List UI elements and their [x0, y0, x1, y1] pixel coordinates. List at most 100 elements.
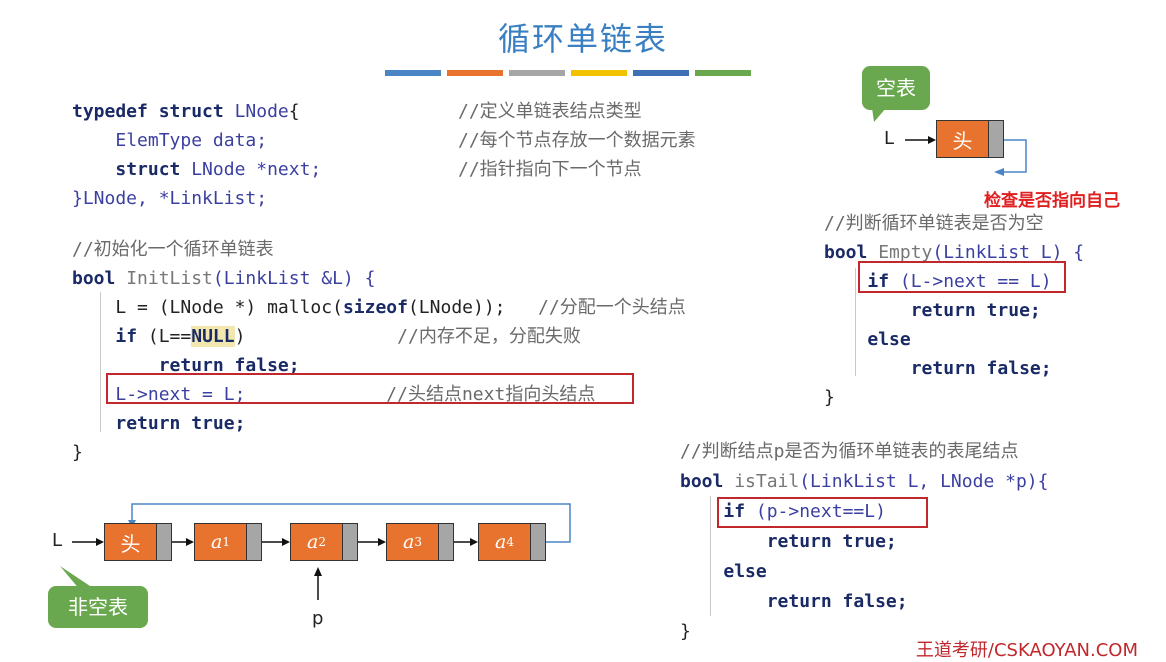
initlist-comment: //初始化一个循环单链表 [72, 239, 274, 260]
comment-line-2: //每个节点存放一个数据元素 [458, 130, 696, 151]
link-4-head [470, 538, 478, 546]
if-comment: //内存不足，分配失败 [397, 326, 581, 347]
assign-next: L->next = L; [115, 384, 246, 405]
tail-kw-bool: bool [680, 471, 735, 492]
initlist-close: } [72, 442, 83, 463]
kw-struct: struct [115, 159, 192, 180]
struct-definition: typedef struct LNode{ ElemType data; str… [72, 97, 321, 213]
node-a1-sub: 1 [222, 535, 230, 549]
link-1-head [186, 538, 194, 546]
underline-bar-darkblue [633, 70, 689, 76]
initlist-params: (LinkList &L) { [212, 268, 376, 289]
malloc-tail: (LNode)); [407, 297, 506, 318]
empty-indent-guide [855, 268, 856, 376]
assign-comment: //头结点next指向头结点 [386, 384, 596, 405]
empty-return-false: return false; [910, 358, 1052, 379]
highlight-empty-cond [858, 261, 1066, 293]
empty-self-loop-head [994, 168, 1004, 176]
tail-params: (LinkList L, LNode *p){ [799, 471, 1049, 492]
bubble-empty: 空表 [862, 66, 930, 110]
node-a4-sub: 4 [506, 535, 514, 549]
p-pointer-head [314, 567, 322, 576]
link-2-head [282, 538, 290, 546]
empty-kw-else: else [867, 329, 911, 350]
underline-bar-orange [447, 70, 503, 76]
kw-bool: bool [72, 268, 127, 289]
return-false: return false; [158, 355, 300, 376]
node-a1-main: a [211, 531, 223, 553]
empty-params: (LinkList L) { [932, 242, 1085, 263]
tail-kw-else: else [723, 561, 767, 582]
tail-return-false: return false; [766, 591, 908, 612]
fn-initlist: InitList [126, 268, 213, 289]
underline-bar-blue [385, 70, 441, 76]
empty-code: //判断循环单链表是否为空 bool Empty(LinkList L) { i… [824, 209, 1084, 412]
tail-return-true: return true; [766, 531, 897, 552]
underline-bar-yellow [571, 70, 627, 76]
type-lnode-2: LNode [191, 159, 257, 180]
tail-if-cond: (p->next==L) [755, 501, 886, 522]
empty-kw-if: if [867, 271, 900, 292]
node-a1-pointer [246, 524, 261, 560]
bubble-nonempty: 非空表 [48, 586, 148, 628]
field-next: *next; [256, 159, 322, 180]
node-a4-main: a [495, 531, 507, 553]
pointer-label-p: p [312, 608, 324, 629]
empty-comment: //判断循环单链表是否为空 [824, 213, 1044, 234]
brace-open: { [288, 101, 300, 122]
node-a2-main: a [307, 531, 319, 553]
fn-istail: isTail [734, 471, 800, 492]
field-data: ElemType data; [115, 130, 268, 151]
list-label-l: L [52, 530, 63, 551]
comment-line-3: //指针指向下一个节点 [458, 159, 642, 180]
struct-comments: //定义单链表结点类型 //每个节点存放一个数据元素 //指针指向下一个节点 [458, 97, 696, 184]
bubble-empty-tail [872, 108, 886, 122]
list-head-node: 头 [104, 523, 172, 561]
kw-if: if [115, 326, 148, 347]
malloc-expr: L = (LNode *) malloc( [115, 297, 343, 318]
indent-guide [100, 292, 101, 432]
bubble-nonempty-tail [60, 566, 96, 590]
tail-kw-if: if [723, 501, 756, 522]
type-lnode: LNode [234, 101, 289, 122]
footer-brand: 王道考研/CSKAOYAN.COM [915, 640, 1138, 661]
malloc-comment: //分配一个头结点 [538, 297, 686, 318]
list-head-data: 头 [105, 524, 156, 560]
node-a4-pointer [530, 524, 545, 560]
empty-head-data: 头 [937, 121, 988, 157]
kw-typedef: typedef struct [72, 101, 235, 122]
list-arrow-l-head [96, 538, 104, 546]
initlist-code: //初始化一个循环单链表 bool InitList(LinkList &L) … [72, 235, 686, 467]
self-check-note: 检查是否指向自己 [984, 191, 1120, 211]
fn-empty: Empty [878, 242, 933, 263]
istail-code: //判断结点p是否为循环单链表的表尾结点 bool isTail(LinkLis… [680, 437, 1048, 647]
tail-close: } [680, 621, 691, 642]
empty-if-cond: (L->next == L) [899, 271, 1052, 292]
node-a2-sub: 2 [318, 535, 326, 549]
page-title: 循环单链表 [497, 20, 668, 58]
node-a3-pointer [438, 524, 453, 560]
list-head-pointer [156, 524, 171, 560]
kw-sizeof: sizeof [342, 297, 408, 318]
empty-return-true: return true; [910, 300, 1041, 321]
link-3-head [378, 538, 386, 546]
empty-kw-bool: bool [824, 242, 879, 263]
highlight-assign-next [106, 373, 634, 404]
empty-label-l: L [884, 128, 895, 149]
empty-head-node: 头 [936, 120, 1004, 158]
comment-line-1: //定义单链表结点类型 [458, 101, 642, 122]
empty-close: } [824, 387, 835, 408]
empty-arrow-l-head [928, 136, 936, 144]
empty-self-loop [998, 139, 1027, 173]
node-a2-pointer [342, 524, 357, 560]
node-a3-sub: 3 [414, 535, 422, 549]
tail-indent-guide [710, 496, 711, 616]
